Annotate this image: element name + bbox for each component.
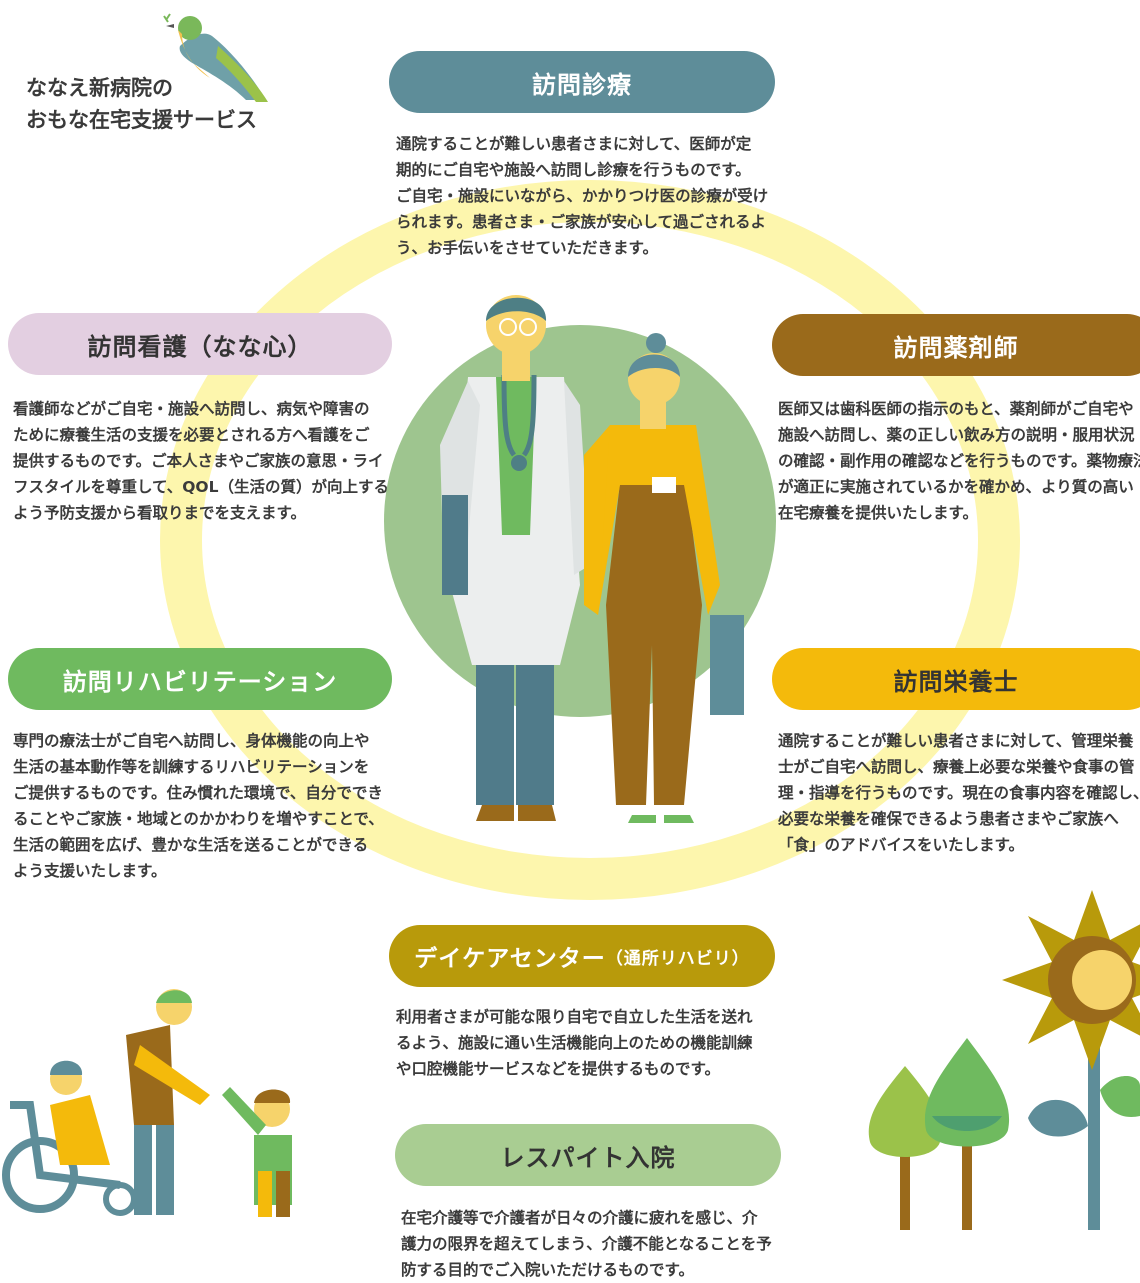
description-line: 必要な栄養を確保できるよう患者さまやご家族へ [778,810,1119,828]
description-line: 防する目的でご入院いただけるものです。 [401,1261,694,1279]
description-line: ご提供するものです。住み慣れた環境で、自分ででき [13,784,383,802]
description-line: られます。患者さま・ご家族が安心して過ごされるよ [396,213,766,231]
description-line: るよう、施設に通い生活機能向上のための機能訓練 [396,1034,753,1052]
description-line: 通院することが難しい患者さまに対して、管理栄養 [778,732,1134,750]
description-line: ることやご家族・地域とのかかわりを増やすことで、 [13,810,384,828]
service-rehabilitation-description: 専門の療法士がご自宅へ訪問し、身体機能の向上や 生活の基本動作等を訓練するリハビ… [13,728,403,884]
description-line: う、お手伝いをさせていただきます。 [396,239,658,257]
page-title-line-1: ななえ新病院の [26,76,173,100]
description-line: 生活の範囲を広げ、豊かな生活を送ることができる [13,836,369,854]
service-respite-label: レスパイト入院 [500,1143,676,1172]
description-line: 護力の限界を超えてしまう、介護不能となることを予 [401,1235,772,1253]
page-title: ななえ新病院の おもな在宅支援サービス [26,72,257,136]
description-line: 利用者さまが可能な限り自宅で自立した生活を送れ [396,1008,753,1026]
bird-icon [163,13,268,102]
doctor-and-nurse-illustration [384,295,776,823]
service-daycare-label-sub: （通所リハビリ） [605,948,750,969]
description-line: よう予防支援から看取りまでを支えます。 [13,504,306,522]
service-home-visit-care-button[interactable]: 訪問診療 [389,51,775,113]
service-respite-button[interactable]: レスパイト入院 [395,1124,781,1186]
description-line: 医師又は歯科医師の指示のもと、薬剤師がご自宅や [778,400,1134,418]
service-respite-description: 在宅介護等で介護者が日々の介護に疲れを感じ、介 護力の限界を超えてしまう、介護不… [401,1205,791,1283]
description-line: 期的にご自宅や施設へ訪問し診療を行うものです。 [396,161,751,179]
description-line: ご自宅・施設にいながら、かかりつけ医の診療が受け [396,187,769,205]
description-line: や口腔機能サービスなどを提供するものです。 [396,1060,720,1078]
description-line: 生活の基本動作等を訓練するリハビリテーションを [13,758,370,776]
service-rehabilitation-button[interactable]: 訪問リハビリテーション [8,648,392,710]
sunflower-and-trees-illustration [868,890,1140,1230]
description-line: の確認・副作用の確認などを行うものです。薬物療法 [778,452,1140,470]
family-illustration [2,989,292,1217]
description-line: ために療養生活の支援を必要とされる方へ看護をご [13,426,370,444]
service-daycare-button[interactable]: デイケアセンター（通所リハビリ） [389,925,775,987]
service-dietitian-button[interactable]: 訪問栄養士 [772,648,1140,710]
service-daycare-label: デイケアセンター [414,946,606,972]
description-line: 提供するものです。ご本人さまやご家族の意思・ライ [13,452,384,470]
description-line: フスタイルを尊重して、QOL（生活の質）が向上する [13,478,389,496]
description-line: 施設へ訪問し、薬の正しい飲み方の説明・服用状況 [778,426,1135,444]
description-line: 在宅介護等で介護者が日々の介護に疲れを感じ、介 [401,1209,758,1227]
description-line: 看護師などがご自宅・施設へ訪問し、病気や障害の [13,400,370,418]
description-line: 士がご自宅へ訪問し、療養上必要な栄養や食事の管 [778,758,1135,776]
service-home-visit-care-description: 通院することが難しい患者さまに対して、医師が定 期的にご自宅や施設へ訪問し診療を… [396,131,786,261]
service-dietitian-label: 訪問栄養士 [893,667,1019,696]
service-visiting-nursing-button[interactable]: 訪問看護（なな心） [8,313,392,375]
service-visiting-nursing-description: 看護師などがご自宅・施設へ訪問し、病気や障害の ために療養生活の支援を必要とされ… [13,396,403,526]
description-line: が適正に実施されているかを確かめ、より質の高い [778,478,1134,496]
service-home-visit-care-label: 訪問診療 [532,70,632,99]
service-daycare-description: 利用者さまが可能な限り自宅で自立した生活を送れ るよう、施設に通い生活機能向上の… [396,1004,786,1082]
description-line: よう支援いたします。 [13,862,167,880]
service-visiting-nursing-label: 訪問看護（なな心） [87,332,313,361]
description-line: 理・指導を行うものです。現在の食事内容を確認し、 [778,784,1140,802]
service-pharmacist-description: 医師又は歯科医師の指示のもと、薬剤師がご自宅や 施設へ訪問し、薬の正しい飲み方の… [778,396,1140,526]
service-pharmacist-label: 訪問薬剤師 [893,333,1019,362]
description-line: 在宅療養を提供いたします。 [778,504,978,522]
service-dietitian-description: 通院することが難しい患者さまに対して、管理栄養 士がご自宅へ訪問し、療養上必要な… [778,728,1140,858]
page-title-line-2: おもな在宅支援サービス [26,108,257,132]
service-pharmacist-button[interactable]: 訪問薬剤師 [772,314,1140,376]
service-rehabilitation-label: 訪問リハビリテーション [62,667,338,696]
description-line: 「食」のアドバイスをいたします。 [778,836,1024,854]
description-line: 専門の療法士がご自宅へ訪問し、身体機能の向上や [13,732,370,750]
description-line: 通院することが難しい患者さまに対して、医師が定 [396,135,752,153]
